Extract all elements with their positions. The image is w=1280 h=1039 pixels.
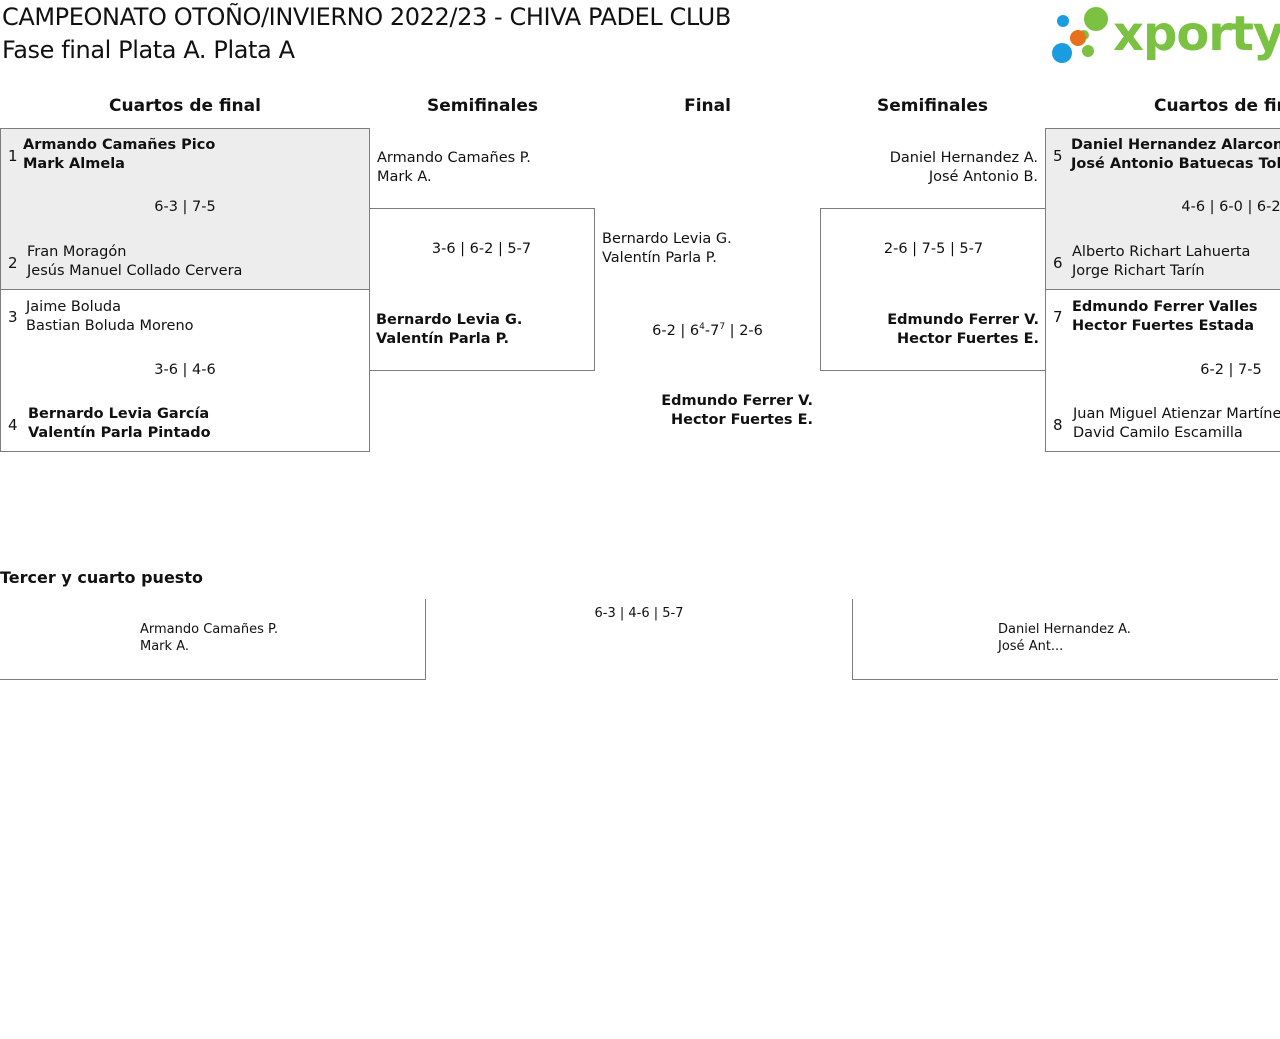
match-score: 3-6 | 4-6 (154, 362, 216, 378)
team-entry[interactable]: Juan Miguel Atienzar Martínez David Cami… (1073, 405, 1280, 443)
player-name: Juan Miguel Atienzar Martínez (1073, 406, 1280, 422)
player-name: José Antonio B. (928, 169, 1038, 185)
team-entry[interactable]: Fran Moragón Jesús Manuel Collado Cerver… (27, 243, 242, 281)
player-name: David Camilo Escamilla (1073, 425, 1243, 441)
seed-number: 4 (8, 416, 18, 434)
match-score: 4-6 | 6-0 | 6-2 (1181, 199, 1280, 215)
round-header-quarterfinals-right: Cuartos de final (1154, 96, 1280, 116)
set-score: 2-6 (739, 322, 763, 339)
player-name: Daniel Hernandez A. (889, 150, 1038, 166)
match-score: 2-6 | 7-5 | 5-7 (883, 241, 984, 257)
final-team-bottom[interactable]: Edmundo Ferrer V. Hector Fuertes E. (661, 392, 813, 430)
team-entry[interactable]: Daniel Hernandez A. José Ant... (998, 621, 1131, 655)
page-title: CAMPEONATO OTOÑO/INVIERNO 2022/23 - CHIV… (2, 3, 731, 31)
semifinal-left-team-top[interactable]: Armando Camañes P. Mark A. (377, 149, 531, 187)
logo-dots-icon (1052, 7, 1108, 63)
team-entry[interactable]: Bernardo Levia G. Valentín Parla P. (376, 311, 522, 349)
player-name: José Ant... (998, 639, 1064, 654)
player-name: Bernardo Levia G. (602, 231, 732, 247)
round-header-semifinals-right: Semifinales (877, 96, 988, 116)
seed-number: 7 (1053, 308, 1063, 326)
player-name: Bernardo Levia García (28, 406, 210, 422)
quarterfinal-match-1[interactable]: 1 Armando Camañes Pico Mark Almela 6-3 |… (0, 128, 370, 290)
team-entry[interactable]: Edmundo Ferrer V. Hector Fuertes E. (887, 311, 1039, 349)
set-score: 6-2 (652, 322, 676, 339)
tiebreak-score: 7 (719, 322, 726, 332)
third-place-heading: Tercer y cuarto puesto (0, 568, 203, 587)
final-score: 6-2 | 64-77 | 2-6 (652, 322, 763, 339)
page-subtitle: Fase final Plata A. Plata A (2, 36, 295, 64)
match-score: 6-2 | 7-5 (1200, 362, 1262, 378)
quarterfinal-match-2[interactable]: 3 Jaime Boluda Bastian Boluda Moreno 3-6… (0, 289, 370, 452)
team-entry[interactable]: Alberto Richart Lahuerta Jorge Richart T… (1072, 243, 1250, 281)
tiebreak-score: 4 (699, 322, 705, 332)
team-entry[interactable]: Armando Camañes Pico Mark Almela (23, 136, 215, 174)
player-name: Bastian Boluda Moreno (26, 318, 194, 334)
seed-number: 3 (8, 308, 18, 326)
semifinal-match-right[interactable]: 2-6 | 7-5 | 5-7 Edmundo Ferrer V. Hector… (820, 208, 1046, 371)
xporty-logo[interactable]: xporty (1050, 4, 1280, 68)
player-name: Hector Fuertes E. (896, 331, 1039, 347)
player-name: Armando Camañes Pico (23, 137, 216, 153)
player-name: Hector Fuertes E. (670, 412, 813, 428)
third-place-left-slot[interactable]: Armando Camañes P. Mark A. (0, 599, 426, 680)
player-name: Daniel Hernandez Alarcon (1071, 137, 1280, 153)
player-name: Mark Almela (23, 156, 125, 172)
player-name: Hector Fuertes Estada (1072, 318, 1255, 334)
team-entry[interactable]: Jaime Boluda Bastian Boluda Moreno (26, 298, 194, 336)
player-name: Mark A. (140, 639, 189, 654)
player-name: Edmundo Ferrer V. (661, 393, 813, 409)
quarterfinal-match-4[interactable]: 7 Edmundo Ferrer Valles Hector Fuertes E… (1045, 289, 1280, 452)
seed-number: 1 (8, 147, 18, 165)
player-name: Jesús Manuel Collado Cervera (27, 263, 243, 279)
team-entry[interactable]: Armando Camañes P. Mark A. (140, 621, 278, 655)
team-entry[interactable]: Bernardo Levia García Valentín Parla Pin… (28, 405, 211, 443)
player-name: José Antonio Batuecas Tobias (1071, 156, 1280, 172)
third-place-score: 6-3 | 4-6 | 5-7 (594, 606, 684, 621)
player-name: Edmundo Ferrer V. (887, 312, 1039, 328)
round-header-semifinals-left: Semifinales (427, 96, 538, 116)
player-name: Edmundo Ferrer Valles (1072, 299, 1258, 315)
semifinal-right-team-top[interactable]: Daniel Hernandez A. José Antonio B. (890, 149, 1038, 187)
player-name: Daniel Hernandez A. (998, 622, 1131, 637)
seed-number: 8 (1053, 416, 1063, 434)
seed-number: 6 (1053, 254, 1063, 272)
round-header-final: Final (684, 96, 731, 116)
logo-wordmark: xporty (1113, 6, 1280, 62)
team-entry[interactable]: Daniel Hernandez Alarcon José Antonio Ba… (1071, 136, 1280, 174)
set-score: -7 (704, 322, 720, 339)
player-name: Valentín Parla Pintado (28, 425, 211, 441)
player-name: Bernardo Levia G. (376, 312, 523, 328)
third-place-right-slot[interactable]: Daniel Hernandez A. José Ant... (852, 599, 1278, 680)
match-score: 3-6 | 6-2 | 5-7 (431, 241, 532, 257)
player-name: Armando Camañes P. (377, 150, 531, 166)
player-name: Mark A. (377, 169, 432, 185)
player-name: Fran Moragón (27, 244, 127, 260)
player-name: Valentín Parla P. (376, 331, 510, 347)
player-name: Armando Camañes P. (140, 622, 278, 637)
player-name: Jaime Boluda (26, 299, 121, 315)
final-team-top[interactable]: Bernardo Levia G. Valentín Parla P. (602, 230, 732, 268)
team-entry[interactable]: Edmundo Ferrer Valles Hector Fuertes Est… (1072, 298, 1258, 336)
seed-number: 5 (1053, 147, 1063, 165)
match-score: 6-3 | 7-5 (154, 199, 216, 215)
quarterfinal-match-3[interactable]: 5 Daniel Hernandez Alarcon José Antonio … (1045, 128, 1280, 290)
round-header-quarterfinals-left: Cuartos de final (109, 96, 261, 116)
set-score: 6 (689, 322, 700, 339)
semifinal-match-left[interactable]: 3-6 | 6-2 | 5-7 Bernardo Levia G. Valent… (369, 208, 595, 371)
player-name: Jorge Richart Tarín (1072, 263, 1205, 279)
player-name: Alberto Richart Lahuerta (1072, 244, 1251, 260)
player-name: Valentín Parla P. (602, 250, 717, 266)
seed-number: 2 (8, 254, 18, 272)
